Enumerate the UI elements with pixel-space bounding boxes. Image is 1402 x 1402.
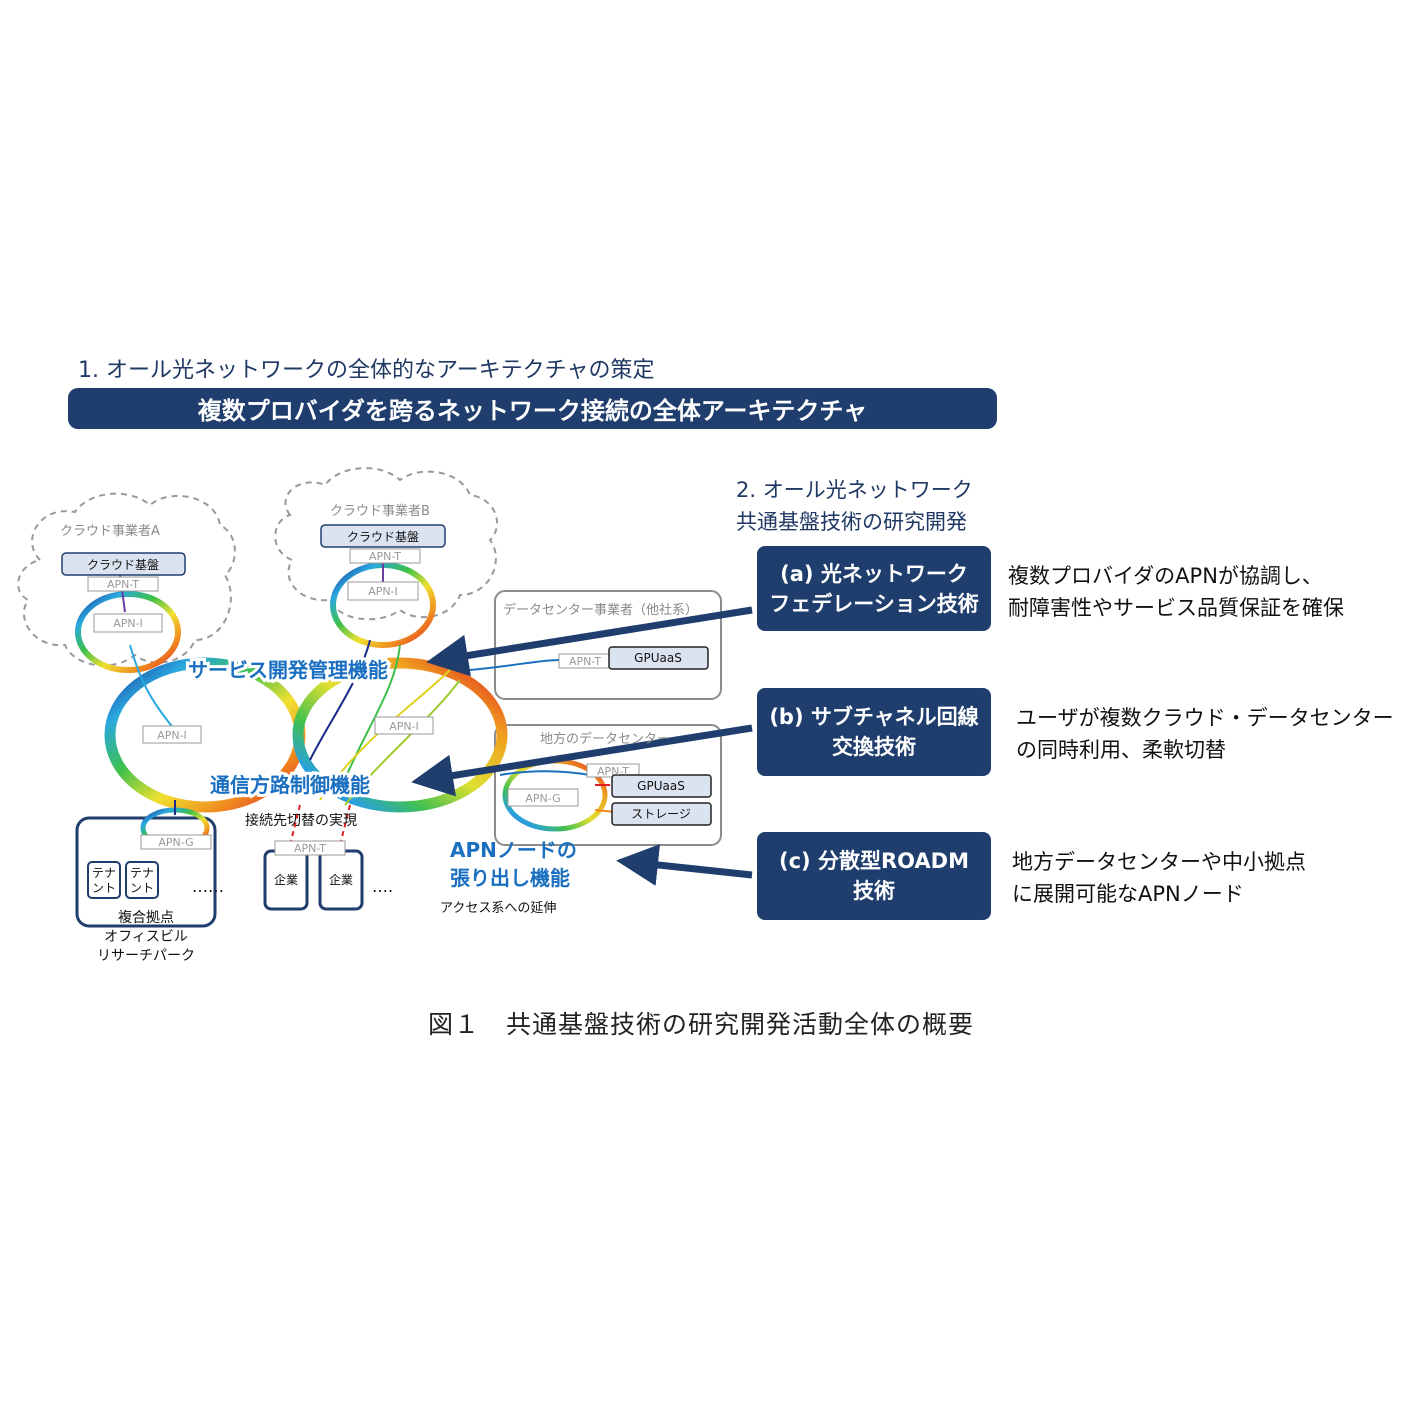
tech-b-box: (b) サブチャネル回線 交換技術 [757,688,991,776]
dc-local-apn-g-label: APN-G [525,792,560,805]
arrow-b [411,724,753,797]
tenant-1-line2: ント [92,881,116,895]
dc-local-gpuaas-box [611,774,712,798]
cloud-a-platform-box [61,552,186,576]
cloud-a-ring [75,591,181,673]
access-note: アクセス系への延伸 [440,901,556,916]
tech-c-line2: 技術 [853,879,895,903]
core-ring-right [292,657,508,813]
section1-heading: 1. オール光ネットワークの全体的なアーキテクチャの策定 [78,358,655,383]
tech-b-desc-line2: の同時利用、柔軟切替 [1016,738,1226,762]
cloud-b [274,467,499,621]
tech-a-desc-line1: 複数プロバイダのAPNが協調し、 [1008,564,1323,588]
tenant-1-line1: テナ [92,866,116,880]
node-function-line1: APNノードの [450,838,577,862]
cloud-a-apn-t-box [87,576,159,592]
architecture-banner: 複数プロバイダを跨るネットワーク接続の全体アーキテクチャ [68,388,997,429]
path-control-label: 通信方路制御機能 [210,773,370,797]
complex-label-2: オフィスビル [104,929,188,945]
arrows [411,606,753,886]
tech-a-description: 複数プロバイダのAPNが協調し、 耐障害性やサービス品質保証を確保 [1008,560,1344,624]
tech-c-line1: (c) 分散型ROADM [779,849,969,873]
tech-b-desc-line1: ユーザが複数クラウド・データセンター [1016,706,1394,730]
tech-c-desc-line2: に展開可能なAPNノード [1012,882,1244,906]
dc-other-gpuaas-label: GPUaaS [634,651,682,665]
connection-lines [119,563,616,846]
section2-heading: 2. オール光ネットワーク 共通基盤技術の研究開発 [736,474,973,538]
cloud-a [17,492,236,667]
tenant-box-2 [125,861,159,899]
arrow-a [426,606,753,677]
cloud-b-apn-t-label: APN-T [369,550,401,563]
tech-b-line1: (b) サブチャネル回線 [769,705,979,729]
dc-other-frame [494,590,722,700]
core-left-apn-i-box [142,725,202,744]
section2-line2: 共通基盤技術の研究開発 [736,510,967,534]
enterprise-apn-t-label: APN-T [294,842,326,855]
service-function-label: サービス開発管理機能 [188,658,388,682]
figure-caption: 図１ 共通基盤技術の研究開発活動全体の概要 [427,1010,974,1039]
cloud-a-apn-t-label: APN-T [107,578,139,591]
cloud-b-apn-i-label: APN-I [368,585,398,598]
tech-c-desc-line1: 地方データセンターや中小拠点 [1012,850,1306,874]
core-right-apn-i-label: APN-I [389,720,419,733]
cloud-b-title: クラウド事業者B [330,503,430,519]
tech-a-line1: (a) 光ネットワーク [780,561,968,586]
complex-label-1: 複合拠点 [118,909,174,926]
dc-local-apn-g-box [507,788,579,807]
tenant-2-line2: ント [130,881,154,895]
cloud-a-title: クラウド事業者A [60,523,160,539]
tenant-dots: …… [192,877,224,896]
dc-other-gpuaas-box [608,646,709,670]
cloud-b-apn-i-box [347,581,419,601]
dc-other-title: データセンター事業者（他社系） [503,602,698,618]
complex-label-3: リサーチパーク [97,948,195,964]
node-function-line2: 張り出し機能 [450,866,570,890]
switching-note: 接続先切替の実現 [245,812,357,829]
cloud-b-platform-box [320,524,446,548]
core-right-apn-i-box [374,716,434,735]
tenant-box-1 [87,861,121,899]
dc-local-storage-label: ストレージ [631,807,691,821]
dc-local-title: 地方のデータセンター [540,731,670,747]
tech-c-description: 地方データセンターや中小拠点 に展開可能なAPNノード [1012,846,1306,910]
tech-b-description: ユーザが複数クラウド・データセンター の同時利用、柔軟切替 [1016,702,1394,766]
tenant-2-line1: テナ [130,866,154,880]
dc-local-storage-box [611,802,712,826]
dc-local-gpuaas-label: GPUaaS [637,779,685,793]
complex-apn-g-label: APN-G [158,836,193,849]
tech-a-line2: フェデレーション技術 [769,591,979,616]
cloud-a-platform-label: クラウド基盤 [87,558,159,572]
arrow-c [616,844,753,886]
dc-local-apn-t-label: APN-T [597,765,629,778]
banner-title: 複数プロバイダを跨るネットワーク接続の全体アーキテクチャ [197,397,868,425]
tech-b-line2: 交換技術 [832,735,916,759]
enterprise-2-label: 企業 [329,872,353,887]
enterprise-1-label: 企業 [274,872,298,887]
cloud-a-apn-i-box [93,613,163,633]
section2-line1: 2. オール光ネットワーク [736,478,973,502]
tech-a-box: (a) 光ネットワーク フェデレーション技術 [757,546,991,631]
core-left-apn-i-label: APN-I [157,729,187,742]
dc-local-frame [494,724,722,846]
cloud-b-apn-t-box [349,548,421,564]
complex-apn-g-box [140,834,212,850]
enterprise-dots: …. [372,877,393,896]
enterprise-apn-t-box [274,840,346,856]
dc-other-apn-t-label: APN-T [569,655,601,668]
cloud-b-platform-label: クラウド基盤 [347,530,419,544]
tech-a-desc-line2: 耐障害性やサービス品質保証を確保 [1008,596,1344,620]
cloud-a-apn-i-label: APN-I [113,617,143,630]
tech-c-box: (c) 分散型ROADM 技術 [757,832,991,920]
